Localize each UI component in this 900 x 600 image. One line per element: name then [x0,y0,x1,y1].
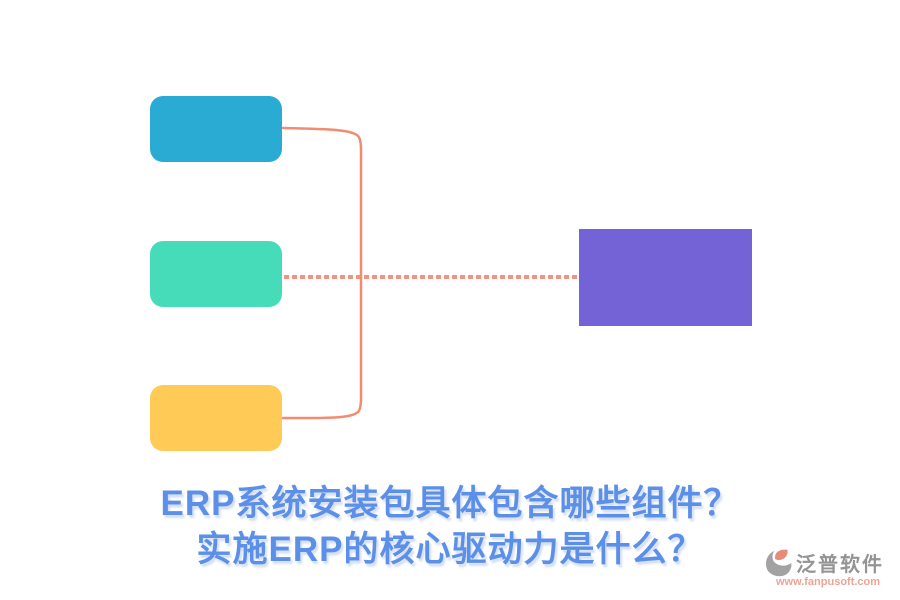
caption-line-1: ERP系统安装包具体包含哪些组件？ [160,484,740,523]
component-box-middle [150,241,282,307]
component-box-bottom [150,385,282,451]
brand-name: 泛普软件 [796,553,884,576]
caption-line-2: 实施ERP的核心驱动力是什么？ [196,530,704,569]
brand-watermark: 泛普软件 www.fanpusoft.com [762,546,894,588]
caption-block: ERP系统安装包具体包含哪些组件？ 实施ERP的核心驱动力是什么？ [0,481,900,573]
erp-core-box [579,229,752,326]
fanpu-logo-icon [765,549,792,577]
bracket-connector-line [281,126,363,420]
brand-url: www.fanpusoft.com [775,576,881,588]
component-box-top [150,96,282,162]
